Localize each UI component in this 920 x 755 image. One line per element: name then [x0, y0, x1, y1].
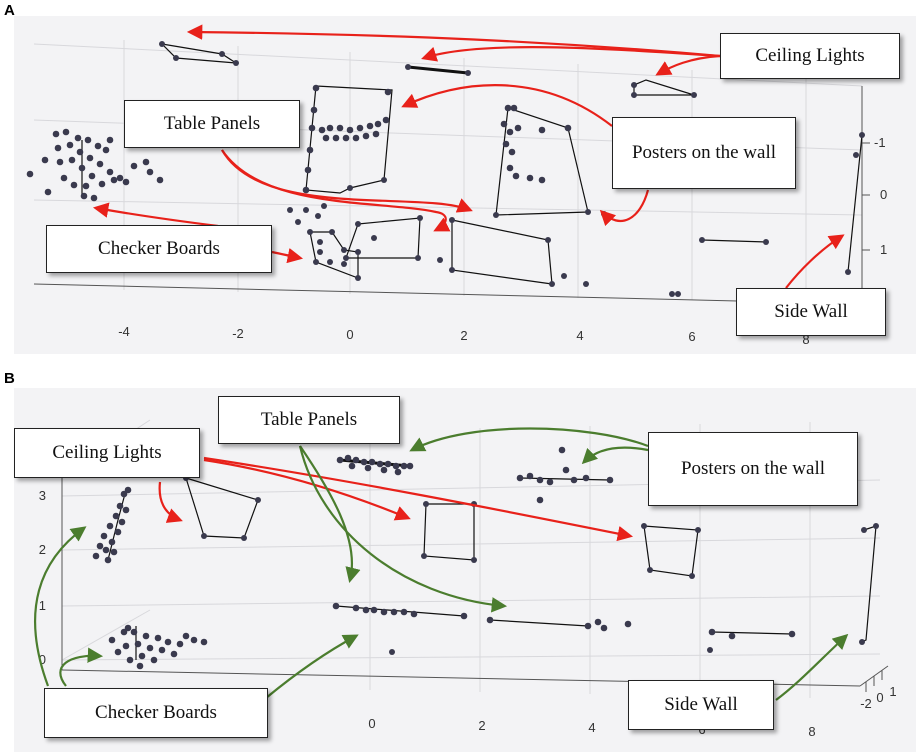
panel-a-points — [26, 41, 865, 297]
label-posters: Posters on the wall — [648, 432, 858, 506]
corner-tick: 0 — [876, 690, 883, 705]
panel-a-letter: A — [4, 2, 15, 19]
panel-b-red-arrows — [158, 456, 634, 542]
x-tick: 4 — [576, 328, 583, 343]
y-tick: 0 — [39, 652, 46, 667]
label-side-wall: Side Wall — [628, 680, 774, 730]
x-tick: 0 — [368, 716, 375, 731]
y-tick: 1 — [880, 242, 887, 257]
label-checker-boards: Checker Boards — [44, 688, 268, 738]
corner-tick: 1 — [889, 684, 896, 699]
x-tick: -2 — [232, 326, 244, 341]
label-ceiling-lights: Ceiling Lights — [720, 33, 900, 79]
panel-b-points — [92, 446, 879, 670]
panel-a: A — [0, 0, 920, 360]
panel-a-arrows — [92, 24, 845, 289]
y-tick: 3 — [39, 488, 46, 503]
label-table-panels: Table Panels — [218, 396, 400, 444]
panel-b-y-ticks: 3 2 1 0 — [39, 488, 46, 667]
y-tick: 2 — [39, 542, 46, 557]
x-tick: 2 — [460, 328, 467, 343]
x-tick: 2 — [478, 718, 485, 733]
corner-tick: -2 — [860, 696, 872, 711]
x-tick: 6 — [688, 329, 695, 344]
y-tick: 1 — [39, 598, 46, 613]
panel-b-letter: B — [4, 370, 15, 387]
x-tick: 0 — [346, 327, 353, 342]
label-checker-boards: Checker Boards — [46, 225, 272, 273]
y-tick: -1 — [874, 135, 886, 150]
x-tick: 8 — [808, 724, 815, 739]
label-side-wall: Side Wall — [736, 288, 886, 336]
x-tick: 4 — [588, 720, 595, 735]
panel-b: B 3 2 1 0 — [0, 370, 920, 755]
panel-b-axes — [61, 478, 889, 692]
label-table-panels: Table Panels — [124, 100, 300, 148]
panel-b-green-arrows — [34, 427, 849, 701]
panel-a-axes — [33, 86, 870, 305]
x-tick: 8 — [802, 332, 809, 347]
panel-a-x-ticks: -4 -2 0 2 4 6 8 — [118, 324, 809, 347]
label-ceiling-lights: Ceiling Lights — [14, 428, 200, 478]
y-tick: 0 — [880, 187, 887, 202]
x-tick: -4 — [118, 324, 130, 339]
label-posters: Posters on the wall — [612, 117, 796, 189]
panel-a-y-ticks: -1 0 1 — [874, 135, 887, 257]
panel-b-corner-ticks: -2 0 1 — [860, 684, 896, 711]
